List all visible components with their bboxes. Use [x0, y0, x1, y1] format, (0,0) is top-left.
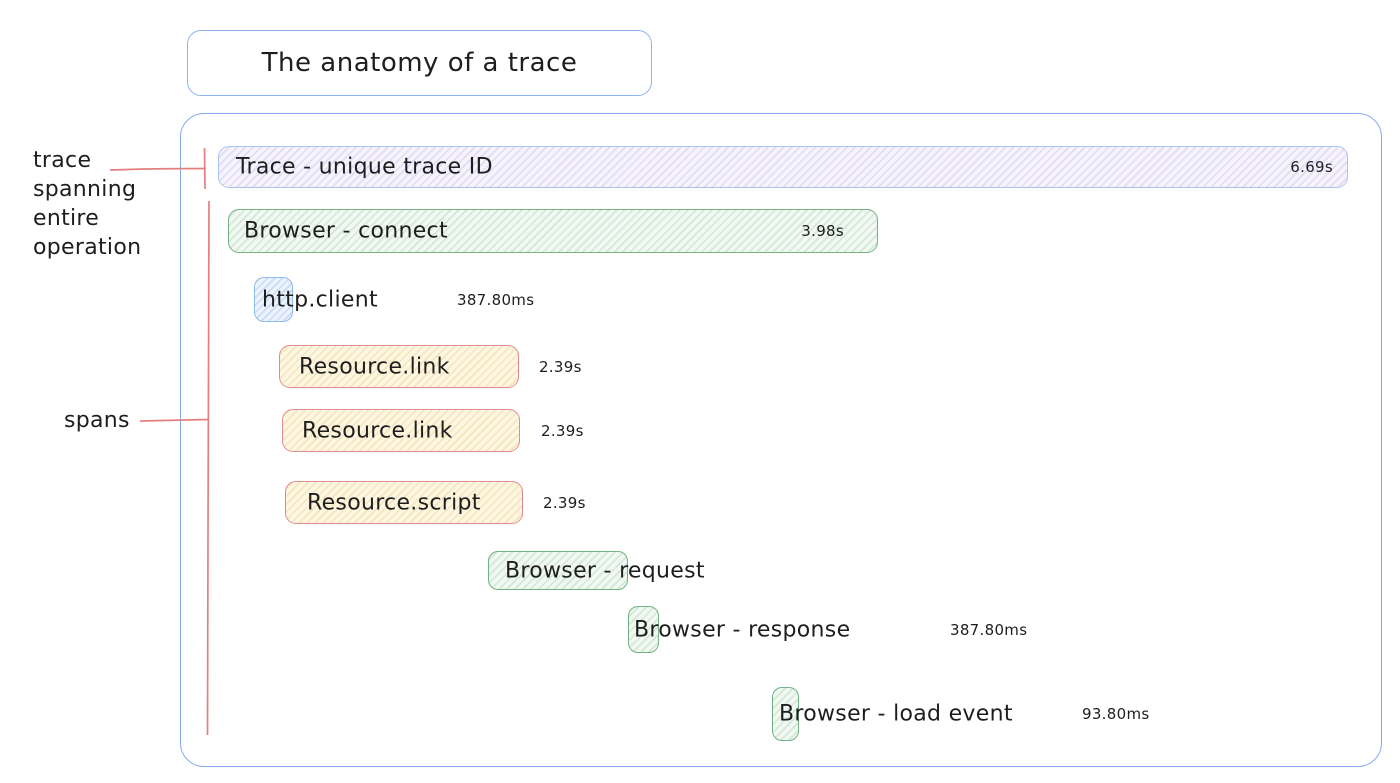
- connect-span-duration: 3.98s: [801, 222, 844, 240]
- resource-link-1-span-label: Resource.link: [299, 354, 450, 379]
- resource-script-span-label: Resource.script: [307, 490, 481, 515]
- diagram-title: The anatomy of a trace: [261, 48, 578, 78]
- connect-span-label: Browser - connect: [244, 218, 448, 244]
- resource-link-2-span-bar: [282, 409, 520, 452]
- spans-annotation-label: spans: [64, 408, 130, 433]
- response-span-label: Browser - response: [634, 617, 851, 642]
- http-client-span-bar: [254, 277, 293, 322]
- span-row-request: Browser - request: [488, 551, 705, 590]
- trace-span-duration: 6.69s: [1290, 158, 1333, 176]
- resource-script-span-duration: 2.39s: [543, 493, 586, 512]
- resource-link-1-span-duration: 2.39s: [539, 357, 582, 376]
- load-event-span-label: Browser - load event: [779, 701, 1013, 727]
- response-span-duration: 387.80ms: [950, 620, 1028, 639]
- request-span-bar: [488, 551, 628, 590]
- span-row-http-client: http.client 387.80ms: [254, 277, 534, 322]
- resource-link-1-span-bar: [279, 345, 519, 388]
- trace-span-label: Trace - unique trace ID: [236, 154, 493, 180]
- span-row-trace: Trace - unique trace ID 6.69s: [218, 146, 1348, 188]
- span-row-resource-link-1: Resource.link 2.39s: [279, 345, 581, 388]
- span-row-load-event: Browser - load event 93.80ms: [772, 687, 1149, 741]
- resource-script-span-bar: [285, 481, 523, 524]
- http-client-span-duration: 387.80ms: [457, 290, 535, 309]
- http-client-span-label: http.client: [262, 287, 378, 312]
- trace-frame: [180, 113, 1382, 767]
- trace-annotation-label: trace spanning entire operation: [33, 148, 142, 260]
- response-span-bar: [628, 606, 659, 653]
- load-event-span-duration: 93.80ms: [1082, 705, 1150, 723]
- span-row-resource-script: Resource.script 2.39s: [285, 481, 585, 524]
- span-row-resource-link-2: Resource.link 2.39s: [282, 409, 583, 452]
- resource-link-2-span-label: Resource.link: [302, 418, 453, 443]
- span-row-connect: Browser - connect 3.98s: [228, 209, 878, 253]
- load-event-span-bar: [772, 687, 799, 741]
- connect-span-bar: [228, 209, 878, 253]
- resource-link-2-span-duration: 2.39s: [541, 421, 584, 440]
- span-row-response: Browser - response 387.80ms: [628, 606, 1027, 653]
- diagram-title-box: The anatomy of a trace: [187, 30, 652, 96]
- trace-span-bar: [218, 146, 1348, 188]
- request-span-label: Browser - request: [505, 558, 705, 583]
